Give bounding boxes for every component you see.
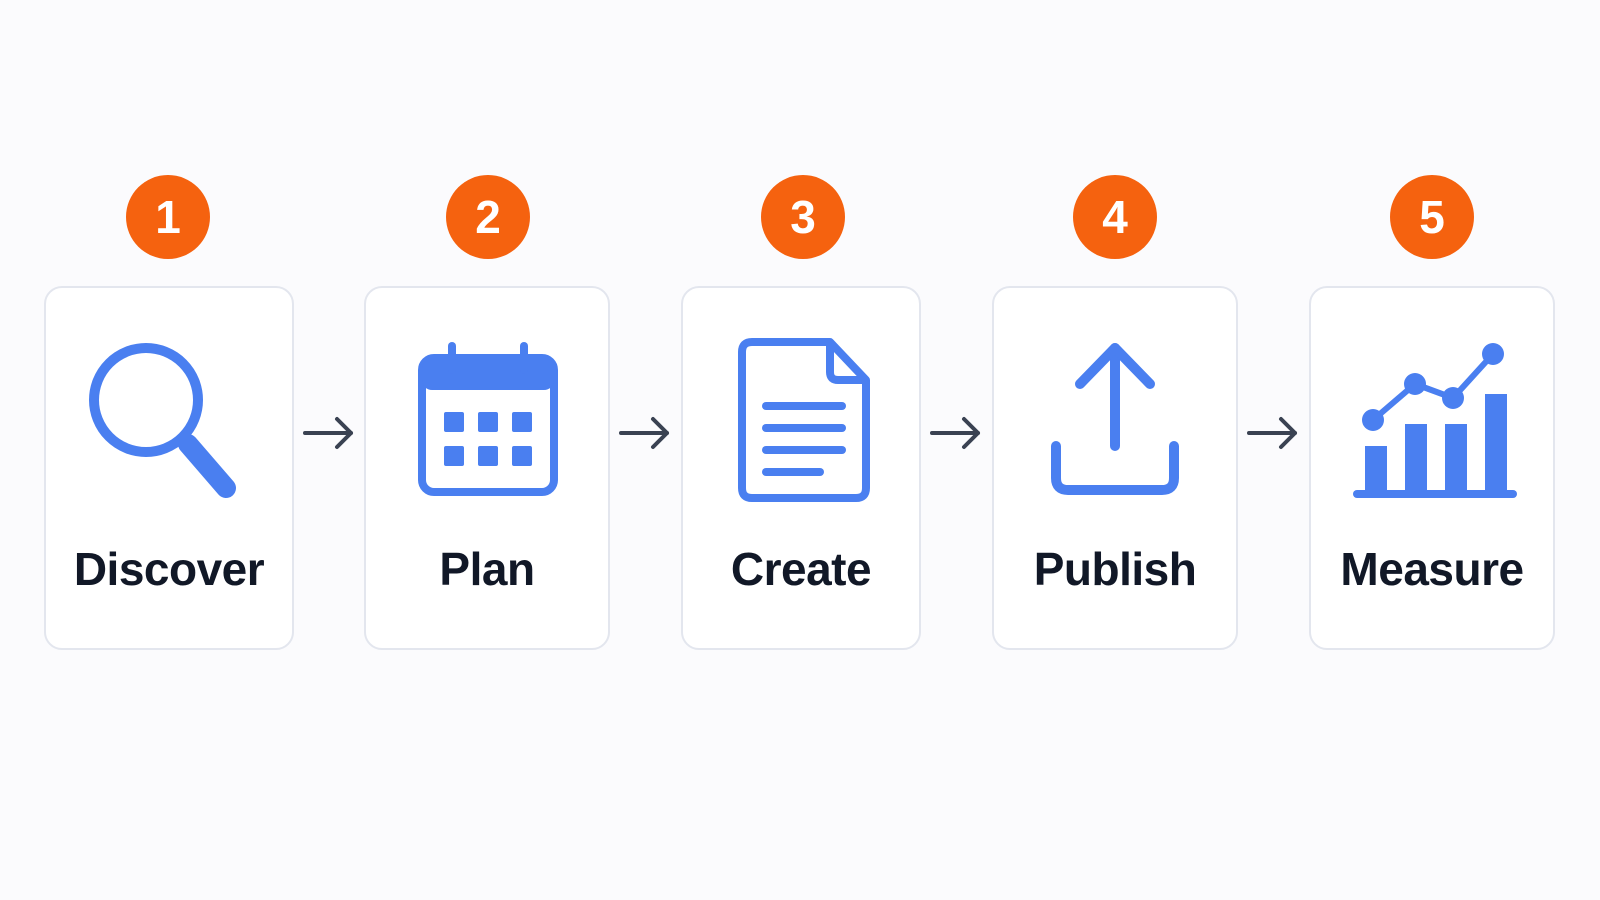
step-number-badge: 4 [1073, 175, 1157, 259]
step-number-badge: 3 [761, 175, 845, 259]
calendar-icon [402, 328, 572, 508]
step-card-discover: Discover [44, 286, 294, 650]
arrow-right-icon [1245, 413, 1303, 453]
arrow-right-icon [617, 413, 675, 453]
step-label: Plan [439, 543, 535, 595]
step-card-create: Create [681, 286, 921, 650]
arrow-right-icon [928, 413, 986, 453]
document-icon [716, 328, 886, 508]
growth-chart-icon [1347, 328, 1517, 508]
step-number-badge: 5 [1390, 175, 1474, 259]
step-label: Publish [1033, 543, 1197, 595]
step-number-badge: 1 [126, 175, 210, 259]
step-label: Measure [1340, 543, 1524, 595]
step-card-measure: Measure [1309, 286, 1555, 650]
magnifying-glass-icon [84, 328, 254, 508]
upload-icon [1030, 328, 1200, 508]
step-card-publish: Publish [992, 286, 1238, 650]
step-label: Discover [73, 543, 265, 595]
step-label: Create [730, 543, 872, 595]
step-number-badge: 2 [446, 175, 530, 259]
arrow-right-icon [301, 413, 359, 453]
step-card-plan: Plan [364, 286, 610, 650]
